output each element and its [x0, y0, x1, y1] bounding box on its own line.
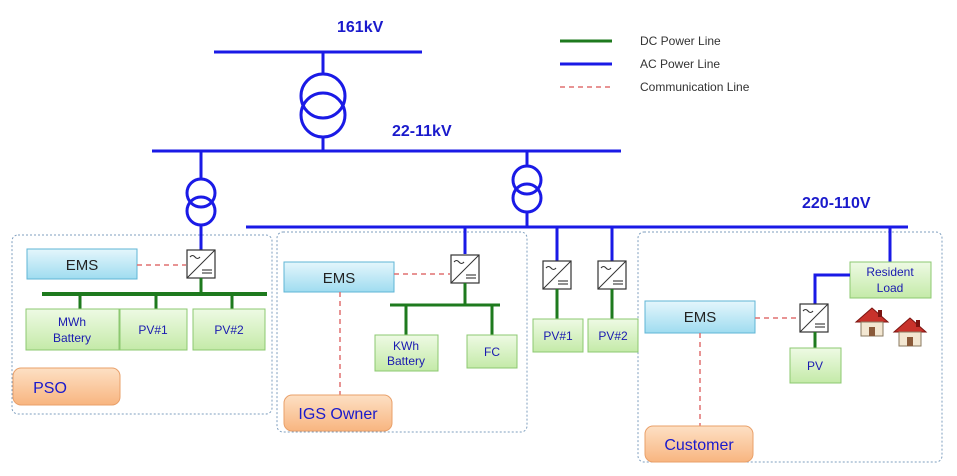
legend-comm-label: Communication Line	[640, 80, 750, 94]
middle-pv2-box	[587, 318, 639, 353]
transformer-icon	[185, 177, 217, 227]
customer-load-label-2: Load	[877, 281, 904, 295]
igs-battery-label-1: KWh	[393, 339, 419, 353]
pso-role-label: PSO	[33, 380, 67, 397]
pso-role-badge	[12, 367, 121, 406]
customer-load-label-1: Resident	[866, 265, 914, 279]
voltage-161kv-label: 161kV	[337, 19, 384, 36]
igs-role-label: IGS Owner	[298, 406, 378, 423]
inverter-icon	[186, 249, 216, 279]
middle-pv2-label: PV#2	[598, 329, 628, 343]
customer-ems-box	[644, 300, 756, 334]
inverter-icon	[542, 260, 572, 290]
igs-ems-label: EMS	[323, 270, 356, 287]
inverter-icon	[799, 303, 829, 333]
middle-pv1-label: PV#1	[543, 329, 573, 343]
igs-fc-label: FC	[484, 345, 500, 359]
pso-pv1-box	[119, 308, 188, 351]
customer-pv-label: PV	[807, 359, 823, 373]
inverter-icon	[597, 260, 627, 290]
customer-role-label: Customer	[664, 437, 734, 454]
igs-ems-box	[283, 261, 395, 293]
customer-pv-box	[789, 347, 842, 384]
legend-dc-label: DC Power Line	[640, 34, 721, 48]
customer-group-box	[637, 231, 943, 463]
igs-group-box	[276, 231, 528, 433]
middle-pv1-box	[532, 318, 584, 353]
pso-group-box	[11, 234, 273, 415]
igs-battery-label-2: Battery	[387, 354, 425, 368]
pso-ems-box	[26, 248, 138, 280]
voltage-22-11kv-label: 22-11kV	[392, 123, 452, 140]
transformer-icon	[299, 72, 347, 139]
house-icon	[893, 317, 927, 347]
pso-battery-label-1: MWh	[58, 315, 86, 329]
legend-ac-label: AC Power Line	[640, 57, 720, 71]
house-icon	[855, 307, 889, 337]
igs-fc-box	[466, 334, 518, 369]
customer-ems-label: EMS	[684, 309, 717, 326]
igs-role-badge	[283, 394, 393, 432]
pso-pv1-label: PV#1	[138, 323, 168, 337]
pso-battery-box	[25, 308, 120, 351]
transformer-icon	[511, 164, 543, 214]
pso-ems-label: EMS	[66, 257, 99, 274]
pso-pv2-label: PV#2	[214, 323, 244, 337]
pso-pv2-box	[192, 308, 266, 351]
customer-load-box	[849, 261, 932, 299]
voltage-220-110v-label: 220-110V	[802, 195, 871, 212]
customer-role-badge	[644, 425, 754, 463]
customer-ac-feed	[813, 273, 850, 304]
inverter-icon	[450, 254, 480, 284]
igs-battery-box	[374, 334, 439, 372]
legend: DC Power Line AC Power Line Communicatio…	[560, 34, 750, 94]
pso-battery-label-2: Battery	[53, 331, 91, 345]
